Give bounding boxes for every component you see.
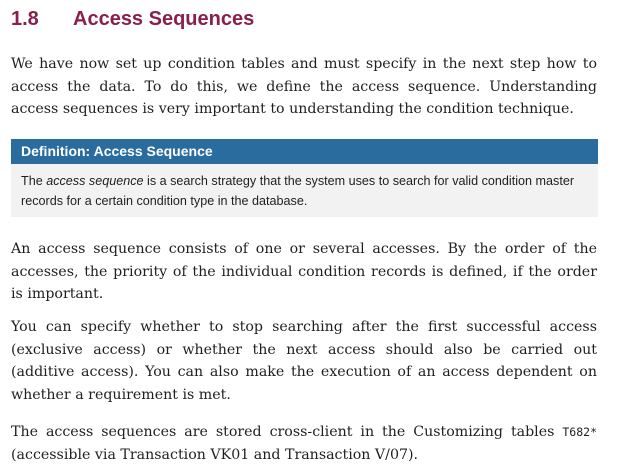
definition-title: Definition: Access Sequence [11,139,598,164]
definition-term: access sequence [46,174,144,188]
section-title: Access Sequences [73,8,255,30]
body-paragraph-3: The access sequences are stored cross-cl… [11,421,597,466]
definition-text-before: The [21,174,47,188]
body-paragraph-2: You can specify whether to stop searchin… [11,319,597,403]
definition-box: Definition: Access Sequence The access s… [11,139,598,217]
section-number: 1.8 [11,8,39,30]
definition-text: The access sequence is a search strategy… [11,164,598,211]
body-paragraph-3-before: The access sequences are stored cross-cl… [11,424,563,440]
table-name-code: T682* [562,425,597,439]
intro-paragraph: We have now set up condition tables and … [11,56,597,117]
section-heading: 1.8 Access Sequences [11,8,254,31]
body-paragraph-1: An access sequence consists of one or se… [11,241,597,302]
body-paragraph-3-after: (accessible via Transaction VK01 and Tra… [11,446,419,463]
definition-text-after: is a search strategy that the system use… [21,174,575,208]
